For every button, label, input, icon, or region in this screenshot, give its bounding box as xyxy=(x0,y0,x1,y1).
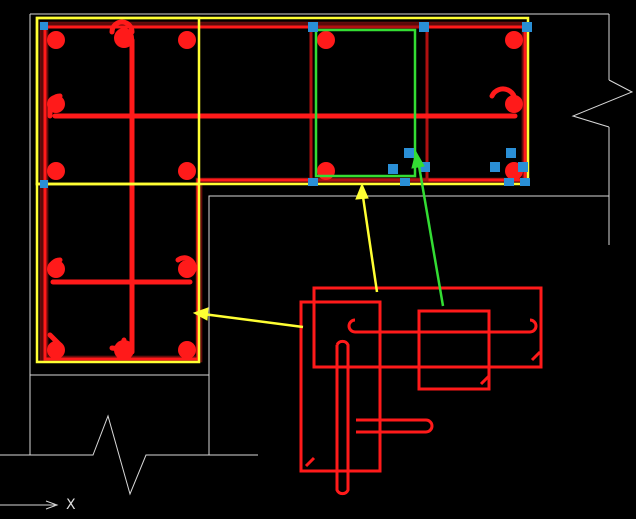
yellow-highlight-left xyxy=(35,182,201,364)
stirrup-detail[interactable] xyxy=(299,286,543,496)
yellow-arrow-left xyxy=(202,312,304,329)
selection-highlights xyxy=(35,16,530,364)
stirrup-small xyxy=(417,309,491,391)
cross-ties xyxy=(47,19,518,355)
outer-stirrup xyxy=(43,25,527,361)
column-section[interactable] xyxy=(35,16,532,364)
axis-indicator xyxy=(0,500,59,510)
tie-lower xyxy=(356,418,434,434)
green-arrow xyxy=(416,159,445,307)
leader-arrows xyxy=(192,150,445,329)
inner-stirrup-right xyxy=(309,25,429,182)
stirrup-large xyxy=(312,286,543,369)
tie-horizontal xyxy=(347,318,538,334)
selection-grips[interactable] xyxy=(40,22,532,188)
yellow-highlight-top xyxy=(35,16,530,186)
stirrup-left xyxy=(299,300,382,473)
yellow-arrow-up xyxy=(360,189,379,293)
green-highlight xyxy=(314,28,417,178)
x-axis-label: X xyxy=(66,497,76,513)
tie-vertical xyxy=(335,339,350,496)
wall-outline xyxy=(0,13,634,496)
